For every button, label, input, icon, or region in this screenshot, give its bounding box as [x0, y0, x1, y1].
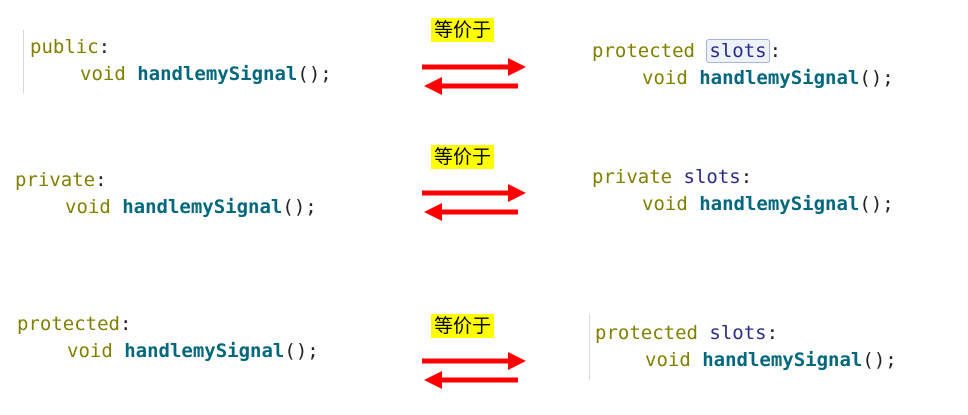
- return-type: void: [67, 340, 113, 362]
- slots-keyword: slots: [709, 322, 767, 344]
- access-specifier: private: [592, 166, 673, 188]
- left-code-private: private: void handlemySignal();: [15, 169, 317, 218]
- slots-keyword: slots: [683, 166, 741, 188]
- return-type: void: [80, 63, 126, 85]
- return-type: void: [642, 67, 688, 89]
- bidirectional-arrow: [422, 58, 526, 95]
- right-code-protected-slots: protected slots: void handlemySignal();: [592, 39, 894, 89]
- function-name: handlemySignal: [699, 193, 860, 215]
- equivalent-badge: 等价于: [431, 145, 495, 169]
- bidirectional-arrow: [422, 184, 526, 221]
- right-code-private-slots: private slots: void handlemySignal();: [592, 166, 894, 215]
- equivalent-badge: 等价于: [431, 314, 495, 338]
- access-specifier: protected: [592, 40, 695, 62]
- function-name: handlemySignal: [137, 63, 298, 85]
- return-type: void: [65, 196, 111, 218]
- equivalent-badge: 等价于: [431, 18, 495, 42]
- bidirectional-arrow: [422, 352, 526, 389]
- function-name: handlemySignal: [122, 196, 283, 218]
- return-type: void: [642, 193, 688, 215]
- slots-keyword: slots: [706, 39, 770, 63]
- right-code-protected-slots: protected slots: void handlemySignal();: [595, 322, 897, 371]
- function-name: handlemySignal: [702, 349, 863, 371]
- left-code-protected: protected: void handlemySignal();: [17, 313, 319, 362]
- left-code-public: public: void handlemySignal();: [30, 36, 332, 85]
- left-margin-line: [23, 30, 24, 93]
- access-specifier: private: [15, 169, 96, 191]
- access-specifier: protected: [595, 322, 698, 344]
- function-name: handlemySignal: [124, 340, 285, 362]
- access-specifier: protected: [17, 313, 120, 335]
- return-type: void: [645, 349, 691, 371]
- access-specifier: public: [30, 36, 99, 58]
- function-name: handlemySignal: [699, 67, 860, 89]
- right-margin-line: [589, 314, 590, 380]
